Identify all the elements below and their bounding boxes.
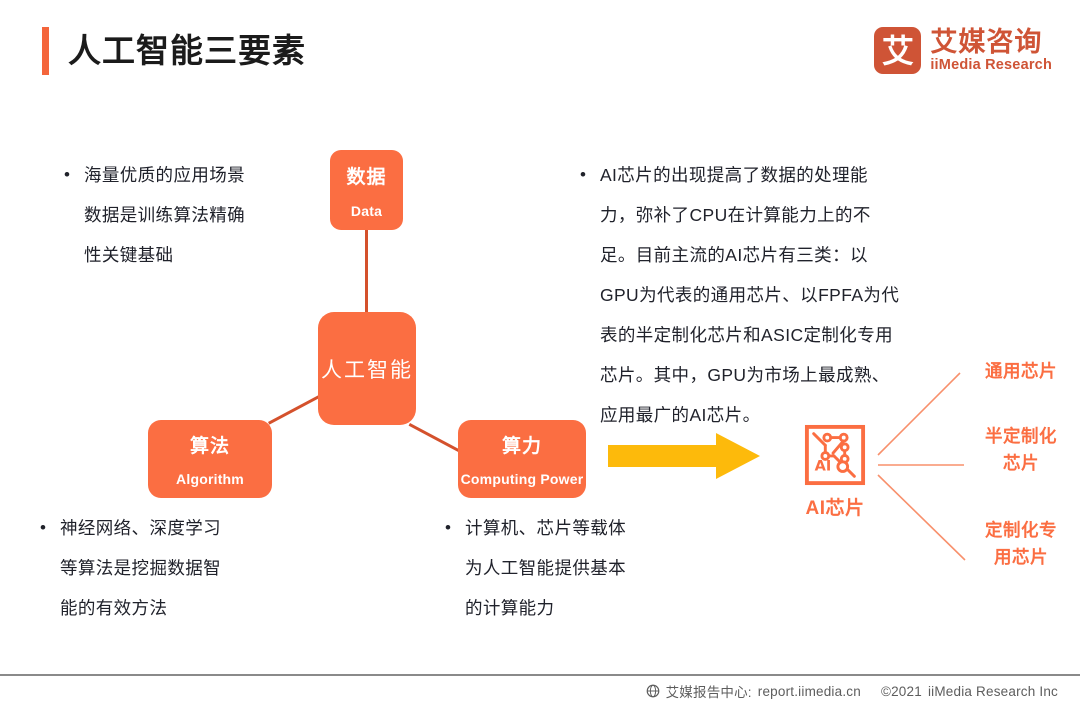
bullet-line: 应用最广的AI芯片。 <box>599 405 761 425</box>
bullet-marker: • <box>40 518 46 537</box>
node-computing-label-cn: 算力 <box>501 436 542 457</box>
bullet-data: • 海量优质的应用场景 数据是训练算法精确 性关键基础 <box>64 155 314 275</box>
connector-to-custom-chip <box>877 474 966 561</box>
bullet-marker: • <box>445 518 451 537</box>
bullet-line: 为人工智能提供基本 <box>464 558 627 578</box>
node-center-label-cn: 人工智能 <box>321 358 413 382</box>
footer-divider <box>0 674 1080 676</box>
bullet-line: 等算法是挖掘数据智 <box>59 558 222 578</box>
bullet-line: 的计算能力 <box>464 598 555 618</box>
ai-chip-label: AI芯片 <box>805 498 865 519</box>
bullet-line: 海量优质的应用场景 <box>83 165 246 185</box>
connector-center-to-computing <box>408 423 462 453</box>
bullet-algorithm-text: 神经网络、深度学习 等算法是挖掘数据智 能的有效方法 <box>60 508 221 628</box>
page-title: 人工智能三要素 <box>68 32 306 69</box>
chip-type-connectors <box>877 372 966 561</box>
logo-name-cn: 艾媒咨询 <box>930 26 1043 57</box>
footer: 艾媒报告中心: report.iimedia.cn ©2021 iiMedia … <box>646 681 1058 701</box>
bullet-line: 性关键基础 <box>83 245 174 265</box>
bullet-ai-chip: • AI芯片的出现提高了数据的处理能 力，弥补了CPU在计算能力上的不 足。目前… <box>580 155 1000 435</box>
logo-text: 艾媒咨询 iiMedia Research <box>930 26 1052 74</box>
node-artificial-intelligence[interactable]: 人工智能 <box>318 312 416 425</box>
chip-type-line: 定制化专 <box>985 520 1057 540</box>
bullet-line: 足。目前主流的AI芯片有三类：以 <box>599 245 868 265</box>
chip-type-line: 用芯片 <box>994 547 1048 567</box>
globe-icon <box>646 684 659 698</box>
bullet-data-text: 海量优质的应用场景 数据是训练算法精确 性关键基础 <box>84 155 245 275</box>
bullet-line: 神经网络、深度学习 <box>59 518 222 538</box>
bullet-marker: • <box>64 165 70 184</box>
footer-company: iiMedia Research Inc <box>927 683 1058 699</box>
node-algorithm-label-en: Algorithm <box>176 471 244 487</box>
bullet-algorithm: • 神经网络、深度学习 等算法是挖掘数据智 能的有效方法 <box>40 508 300 628</box>
bullet-computing-text: 计算机、芯片等载体 为人工智能提供基本 的计算能力 <box>465 508 626 628</box>
node-computing-power[interactable]: 算力 Computing Power <box>458 420 586 498</box>
brand-logo: 艾 艾媒咨询 iiMedia Research <box>874 27 1052 74</box>
logo-name-en: iiMedia Research <box>930 56 1052 73</box>
footer-site-label: 艾媒报告中心: <box>665 685 752 700</box>
node-computing-label-en: Computing Power <box>460 471 584 487</box>
bullet-line: AI芯片的出现提高了数据的处理能 <box>599 165 868 185</box>
connector-center-to-algorithm <box>268 394 321 425</box>
bullet-line: 数据是训练算法精确 <box>83 205 246 225</box>
node-data-label-en: Data <box>350 202 383 219</box>
bullet-line: 能的有效方法 <box>59 598 168 618</box>
node-data[interactable]: 数据 Data <box>330 150 403 230</box>
footer-copyright: ©2021 <box>880 683 922 699</box>
logo-mark-icon: 艾 <box>874 27 922 74</box>
bullet-line: 表的半定制化芯片和ASIC定制化专用 <box>599 325 893 345</box>
ai-chip-icon-text: AI <box>815 459 832 475</box>
chip-type-line: 半定制化 <box>985 426 1057 446</box>
node-algorithm[interactable]: 算法 Algorithm <box>148 420 272 498</box>
chip-type-line: 芯片 <box>1003 453 1039 473</box>
bullet-marker: • <box>580 165 586 184</box>
bullet-line: 力，弥补了CPU在计算能力上的不 <box>599 205 871 225</box>
bullet-ai-chip-text: AI芯片的出现提高了数据的处理能 力，弥补了CPU在计算能力上的不 足。目前主流… <box>600 155 899 435</box>
bullet-line: GPU为代表的通用芯片、以FPFA为代 <box>599 285 900 305</box>
node-data-label-cn: 数据 <box>346 166 387 188</box>
chip-type-semi-custom: 半定制化 芯片 <box>965 423 1077 477</box>
chip-type-custom: 定制化专 用芯片 <box>965 517 1077 571</box>
bullet-line: 计算机、芯片等载体 <box>464 518 627 538</box>
title-accent-bar <box>42 27 49 75</box>
connector-to-general-chip <box>877 372 961 456</box>
bullet-computing: • 计算机、芯片等载体 为人工智能提供基本 的计算能力 <box>445 508 705 628</box>
ai-chip-group[interactable]: AI AI芯片 <box>785 424 885 520</box>
right-arrow-icon <box>608 433 760 479</box>
chip-type-line: 通用芯片 <box>985 361 1057 381</box>
ai-chip-icon: AI <box>804 424 866 486</box>
footer-site-url[interactable]: report.iimedia.cn <box>757 683 861 699</box>
node-algorithm-label-cn: 算法 <box>189 436 230 457</box>
bullet-line: 芯片。其中，GPU为市场上最成熟、 <box>599 365 890 385</box>
chip-type-general: 通用芯片 <box>965 358 1077 385</box>
connector-data-to-center <box>365 230 368 312</box>
